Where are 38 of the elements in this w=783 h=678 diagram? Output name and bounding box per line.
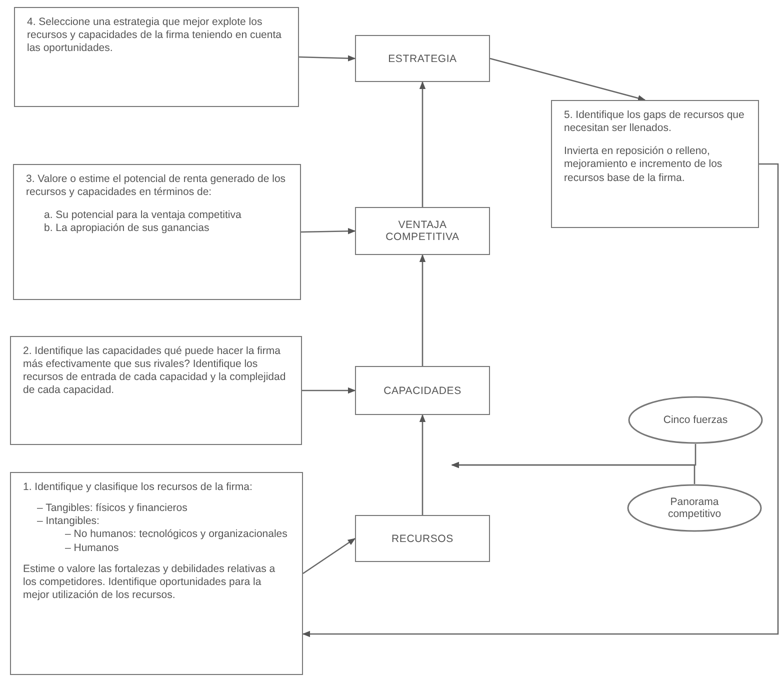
step-text: 3. Valore o estime el potencial de renta generado de los recursos y capacidades en términos de:: [26, 173, 287, 200]
arrow: [419, 414, 426, 515]
step-box: [13, 164, 301, 300]
step-detail: Invierta en reposición o relleno, mejoramiento e incremento de los recursos base de la firma.: [564, 145, 724, 185]
node-label: Cinco fuerzas: [663, 414, 728, 426]
step-box: [551, 100, 759, 228]
step-detail: – Humanos: [65, 542, 120, 555]
step-detail: – No humanos: tecnológicos y organizacionales: [65, 528, 288, 542]
arrow: [302, 387, 356, 394]
step-text: 4. Seleccione una estrategia que mejor explote los recursos y capacidades de la firma teniendo en cuenta las oportunidades.: [27, 16, 282, 56]
step-text: 5. Identifique los gaps de recursos que necesitan ser llenados.: [564, 109, 746, 136]
node-label: Panorama competitivo: [666, 496, 722, 520]
arrow: [490, 58, 646, 102]
process-box: [355, 515, 490, 562]
arrow: [419, 254, 426, 366]
step-detail: b. La apropiación de sus ganancias: [44, 222, 210, 236]
step-box: [10, 336, 302, 445]
node-label: VENTAJA COMPETITIVA: [384, 219, 460, 243]
step-text: 2. Identifique las capacidades qué puede hacer la firma más efectivamente que sus rivales? Identifique los recursos de entrada de cada capacidad y la complejidad de cada capacidad.: [23, 345, 287, 398]
arrow: [451, 462, 696, 484]
node-label: CAPACIDADES: [384, 384, 462, 396]
step-detail: – Tangibles: físicos y financieros: [37, 502, 188, 516]
arrow: [302, 163, 779, 638]
arrow: [300, 228, 356, 234]
process-box: [355, 35, 490, 82]
step-box: [14, 7, 299, 107]
step-box: [10, 472, 303, 675]
step-text: 1. Identifique y clasifique los recursos de la firma:: [23, 481, 254, 494]
process-box: [355, 207, 490, 255]
process-box: [355, 366, 490, 415]
step-detail: a. Su potencial para la ventaja competitiva: [44, 209, 242, 222]
arrow: [419, 81, 426, 207]
arrow: [302, 538, 356, 574]
step-detail: Estime o valore las fortalezas y debilidades relativas a los competidores. Identifique oportunidades para la mejor utilización de los recursos.: [23, 562, 276, 602]
step-detail: – Intangibles:: [37, 515, 100, 528]
node-label: ESTRATEGIA: [388, 52, 457, 64]
node-label: RECURSOS: [392, 532, 454, 544]
arrow: [298, 55, 356, 62]
